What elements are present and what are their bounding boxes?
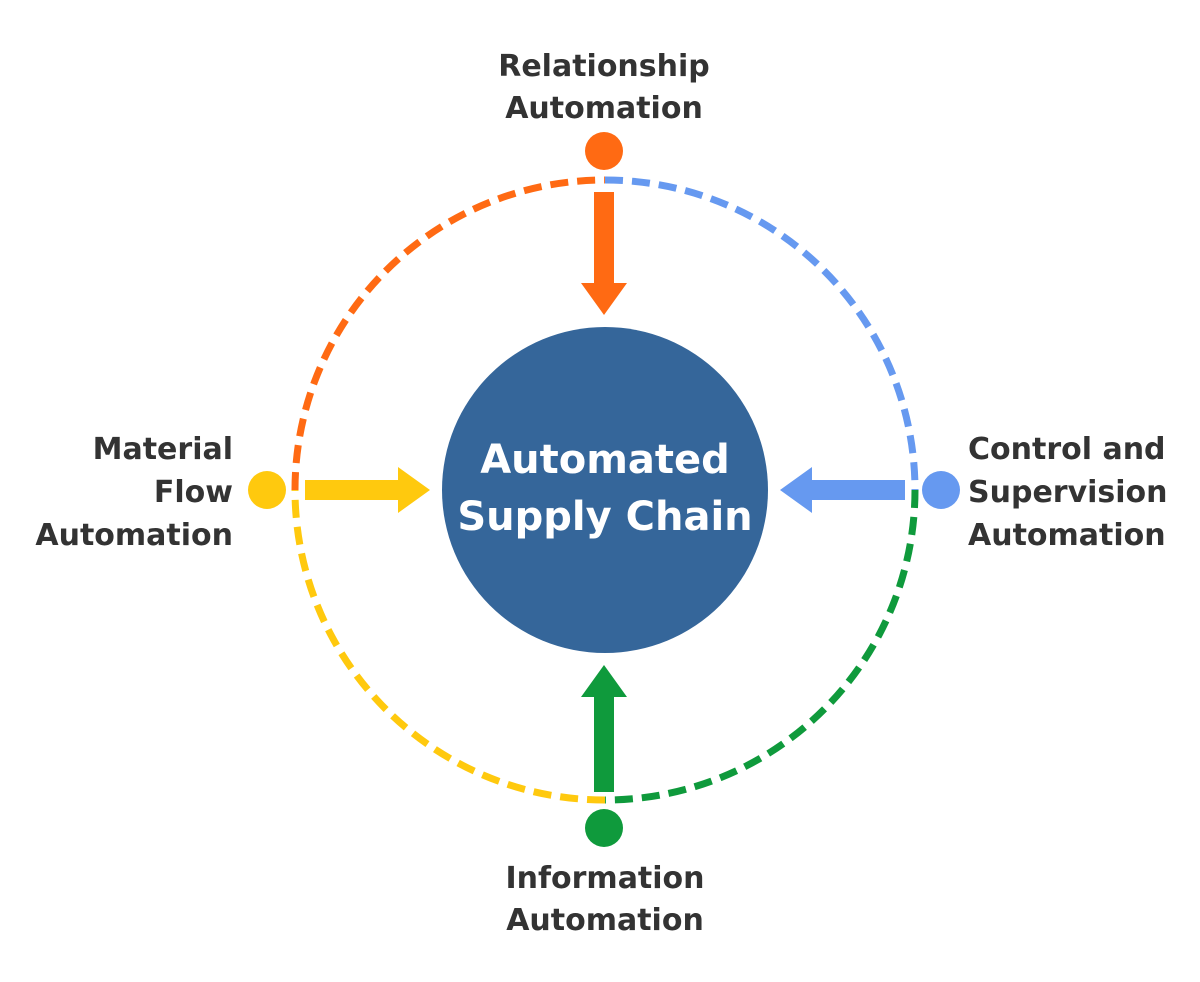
center-circle [442,327,768,653]
node-label-relationship: Relationship Automation [498,49,710,126]
arrow-information-icon [581,665,627,792]
node-label-material-flow: Material Flow Automation [35,432,233,553]
arrow-material-flow-icon [305,467,430,513]
dashed-ring [291,176,919,804]
node-dot-material-flow [248,471,286,509]
ring-segment-top-right [604,176,919,491]
label-line: Automation [505,91,703,126]
label-line: Automation [35,518,233,553]
ring-segment-right-bottom [604,489,919,804]
ring-segment-left-top [291,176,606,491]
label-line: Flow [154,475,233,510]
node-dots [248,132,960,847]
label-line: Control and [968,432,1166,467]
center-title-line1: Automated [480,437,730,483]
label-line: Automation [506,903,704,938]
node-label-control-supervision: Control and Supervision Automation [968,432,1168,553]
ring-segment-bottom-left [291,489,606,804]
center-title-line2: Supply Chain [457,494,752,540]
arrow-relationship-icon [581,192,627,315]
node-dot-control-supervision [922,471,960,509]
arrows [305,192,905,792]
label-line: Material [93,432,233,467]
node-dot-information [585,809,623,847]
label-line: Relationship [498,49,710,84]
arrow-control-supervision-icon [780,467,905,513]
node-dot-relationship [585,132,623,170]
label-line: Information [505,861,704,896]
label-line: Automation [968,518,1166,553]
node-label-information: Information Automation [505,861,704,938]
label-line: Supervision [968,475,1168,510]
